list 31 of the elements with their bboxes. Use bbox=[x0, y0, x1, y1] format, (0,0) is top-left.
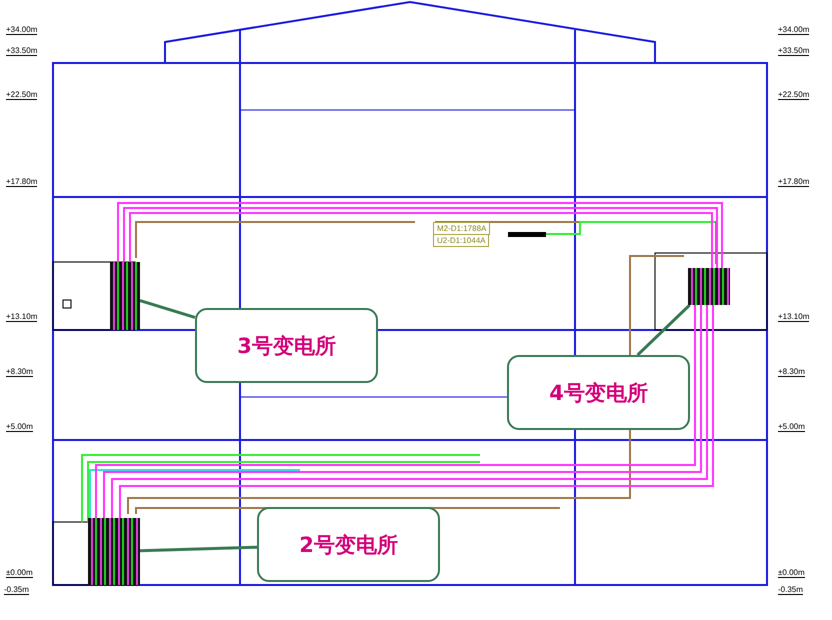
elevation-label: +34.00m bbox=[778, 25, 810, 35]
leader-line bbox=[140, 546, 258, 552]
elevation-label: ±0.00m bbox=[6, 568, 33, 578]
elevation-label: +8.30m bbox=[778, 367, 805, 377]
callout-box: 2号变电所 bbox=[257, 507, 440, 582]
elevation-label: +22.50m bbox=[6, 90, 38, 100]
elevation-label: +5.00m bbox=[778, 422, 805, 432]
leader-line bbox=[636, 304, 691, 356]
elevation-label: -0.35m bbox=[778, 585, 803, 595]
elevation-label: +33.50m bbox=[778, 46, 810, 56]
cable-route bbox=[95, 304, 714, 519]
elevation-label: +22.50m bbox=[778, 90, 810, 100]
elevation-label: +17.80m bbox=[6, 177, 38, 187]
cable-route bbox=[117, 202, 723, 269]
cable-rating-label: U2-D1:1044A bbox=[433, 234, 490, 247]
substation-block bbox=[110, 262, 140, 330]
elevation-label: ±0.00m bbox=[778, 568, 805, 578]
elevation-label: +17.80m bbox=[778, 177, 810, 187]
elevation-label: +13.10m bbox=[778, 312, 810, 322]
callout-box: 3号变电所 bbox=[195, 308, 378, 383]
substation-block bbox=[688, 268, 730, 305]
elevation-label: +5.00m bbox=[6, 422, 33, 432]
callout-box: 4号变电所 bbox=[507, 355, 690, 430]
elevation-label: +13.10m bbox=[6, 312, 38, 322]
elevation-label: -0.35m bbox=[4, 585, 29, 595]
leader-line bbox=[140, 299, 196, 319]
cable-rating-label: M2-D1:1788A bbox=[433, 222, 490, 235]
elevation-label: +8.30m bbox=[6, 367, 33, 377]
elevation-label: +34.00m bbox=[6, 25, 38, 35]
substation-block bbox=[88, 518, 140, 585]
elevation-label: +33.50m bbox=[6, 46, 38, 56]
